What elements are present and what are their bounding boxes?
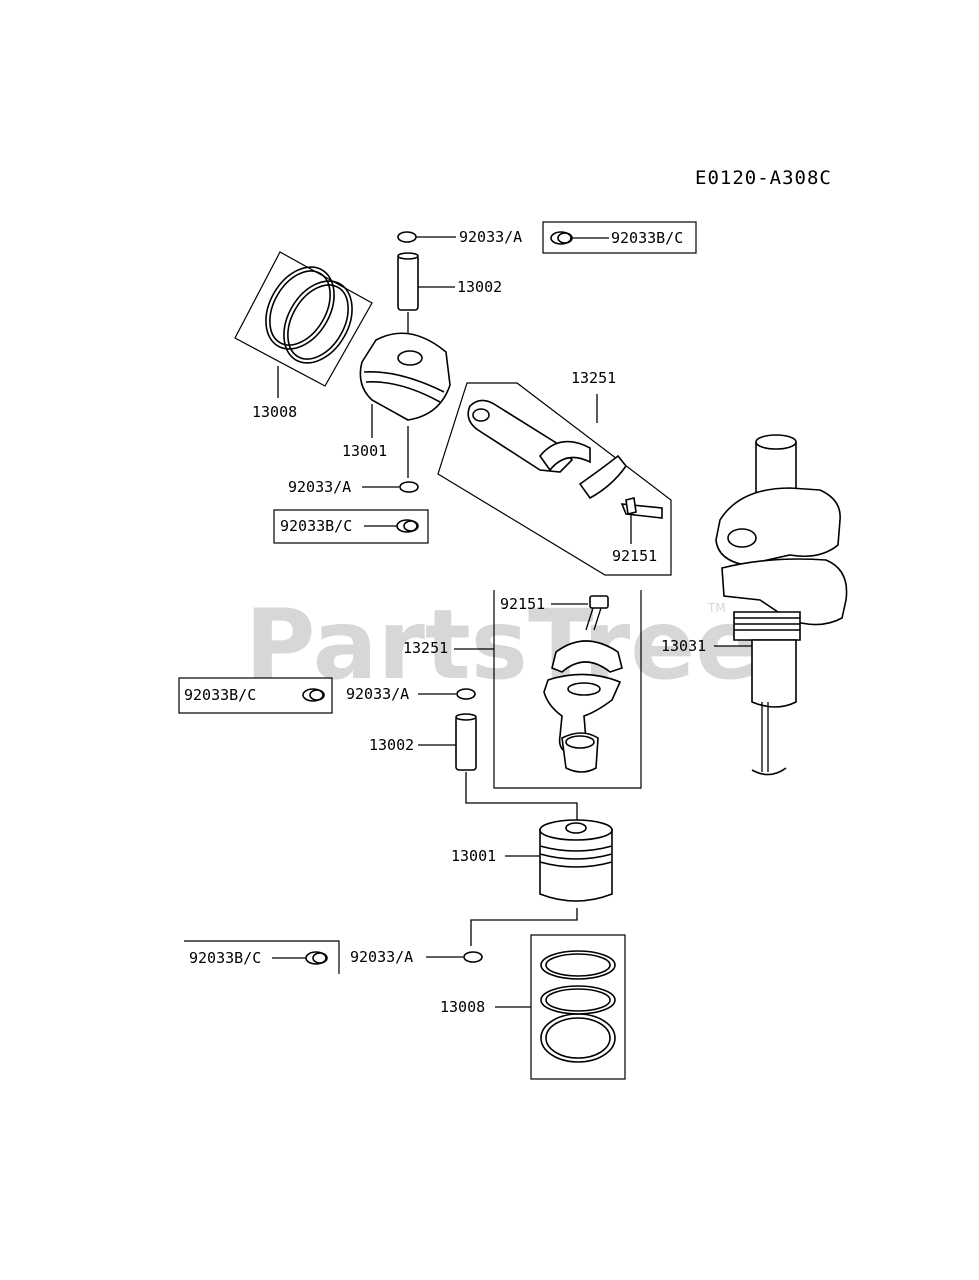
circlip-bc-top[interactable] (550, 231, 609, 245)
watermark: PartsTree (245, 589, 760, 701)
box-92033bc-lower (178, 677, 333, 714)
box-rod-lower (493, 590, 642, 789)
box-92033bc-top (542, 221, 697, 254)
piston-pin-lower[interactable] (418, 713, 578, 822)
bracket-92033bc-bottom (184, 940, 340, 974)
piston-rings-bottom[interactable] (495, 934, 626, 1080)
circlip-mid[interactable] (362, 481, 419, 493)
circlip-lower[interactable] (418, 688, 476, 700)
label-13251-lower[interactable]: 13251 (403, 639, 448, 657)
label-13001-top[interactable]: 13001 (342, 442, 387, 460)
connecting-rod-lower[interactable] (543, 640, 623, 773)
piston-pin-top[interactable] (397, 252, 455, 346)
piston-lower[interactable] (470, 819, 613, 946)
label-13008-bottom[interactable]: 13008 (440, 998, 485, 1016)
label-13002-lower[interactable]: 13002 (369, 736, 414, 754)
label-92033bc-top[interactable]: 92033B/C (611, 229, 683, 247)
label-13008-top[interactable]: 13008 (252, 403, 297, 421)
label-92151-top[interactable]: 92151 (612, 547, 657, 565)
piston-top[interactable] (359, 332, 451, 478)
label-13002-top[interactable]: 13002 (457, 278, 502, 296)
label-92033bc-mid[interactable]: 92033B/C (280, 517, 352, 535)
label-92033a-lower[interactable]: 92033/A (346, 685, 409, 703)
piston-rings-top[interactable] (234, 251, 373, 398)
circlip-bc-bottom[interactable] (272, 951, 328, 965)
circlip-bottom[interactable] (426, 951, 483, 963)
circlip-top[interactable] (397, 231, 456, 243)
circlip-bc-mid[interactable] (364, 519, 419, 533)
label-13001-lower[interactable]: 13001 (451, 847, 496, 865)
diagram-code: E0120-A308C (695, 167, 832, 189)
connecting-rod-bolt-lower[interactable] (551, 595, 609, 631)
circlip-bc-lower[interactable] (302, 688, 325, 702)
label-13251-top[interactable]: 13251 (571, 369, 616, 387)
box-92033bc-mid (273, 509, 429, 544)
label-92033a-bottom[interactable]: 92033/A (350, 948, 413, 966)
crankshaft[interactable] (714, 434, 848, 776)
label-92033a-mid[interactable]: 92033/A (288, 478, 351, 496)
label-92033a-top[interactable]: 92033/A (459, 228, 522, 246)
connecting-rod-top[interactable] (437, 382, 672, 576)
label-92033bc-lower[interactable]: 92033B/C (184, 686, 256, 704)
label-92151-lower[interactable]: 92151 (500, 595, 545, 613)
watermark-tm: TM (707, 601, 726, 615)
label-13031[interactable]: 13031 (661, 637, 706, 655)
label-92033bc-bottom[interactable]: 92033B/C (189, 949, 261, 967)
